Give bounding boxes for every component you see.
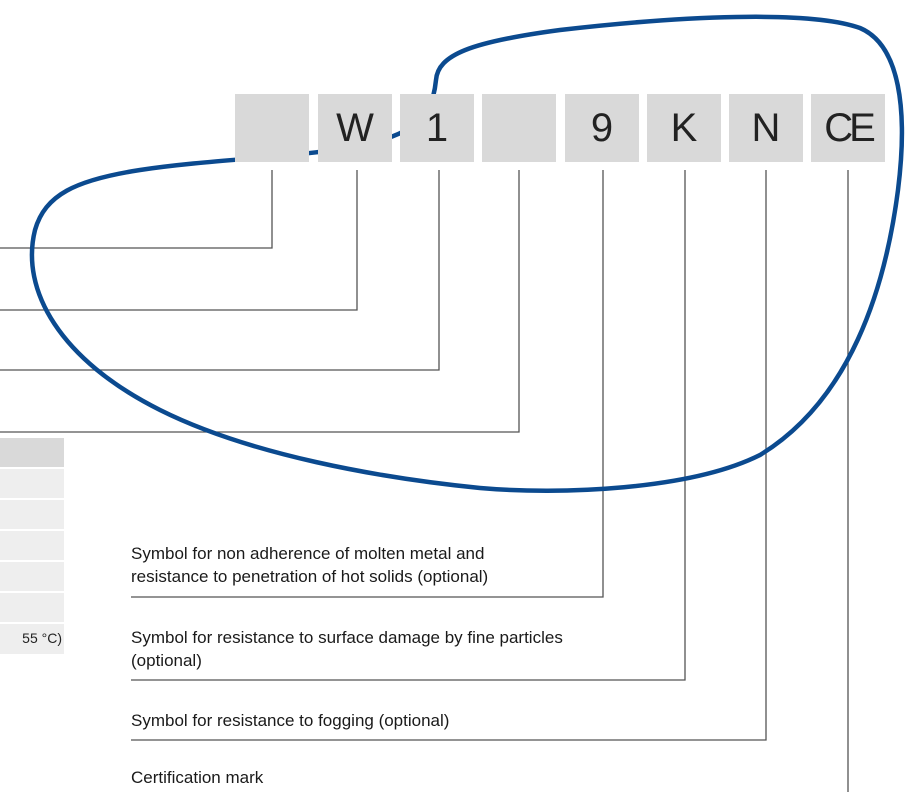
marking-box-7-text: N [751,106,781,150]
ce-mark-text: CE [824,106,876,150]
marking-box-5: 9 [565,94,639,162]
table-row-1 [0,469,64,498]
label-certification-line-1: Certification mark [131,768,264,787]
marking-box-3-text: 1 [425,106,449,150]
lens-outline [29,14,905,493]
marking-box-7: N [729,94,803,162]
table-row-2 [0,500,64,529]
leader-line-box-4 [0,170,520,433]
marking-box-5-text: 9 [590,106,614,150]
leader-line-box-2 [0,170,358,311]
table-row-5 [0,593,64,622]
leader-line-box-7 [131,170,767,741]
label-fine-particles-line-1: Symbol for resistance to surface damage … [131,628,563,647]
label-molten-metal-line-2: resistance to penetration of hot solids … [131,567,489,586]
table-header-row [0,438,64,467]
leader-line-box-1 [0,170,273,249]
marking-box-4 [482,94,556,162]
table-row-3 [0,531,64,560]
table-row-6: 55 °C) [0,624,64,654]
ce-mark-box: CE [811,94,885,162]
marking-box-1 [235,94,309,162]
table-cell-temperature-text: 55 °C) [22,630,62,646]
label-molten-metal-line-1: Symbol for non adherence of molten metal… [131,544,485,563]
label-fine-particles: Symbol for resistance to surface damage … [131,626,563,672]
leader-line-box-3 [0,170,440,371]
leader-line-box-5 [131,170,604,598]
marking-box-3: 1 [400,94,474,162]
label-fogging-line-1: Symbol for resistance to fogging (option… [131,711,450,730]
label-certification: Certification mark [131,766,263,789]
marking-box-2: W [318,94,392,162]
label-fogging: Symbol for resistance to fogging (option… [131,709,449,732]
marking-box-2-text: W [336,106,374,150]
leader-line-box-6 [131,170,686,681]
label-fine-particles-line-2: (optional) [131,651,202,670]
label-molten-metal: Symbol for non adherence of molten metal… [131,542,488,588]
marking-box-6: K [647,94,721,162]
marking-box-6-text: K [670,106,698,150]
table-row-4 [0,562,64,591]
